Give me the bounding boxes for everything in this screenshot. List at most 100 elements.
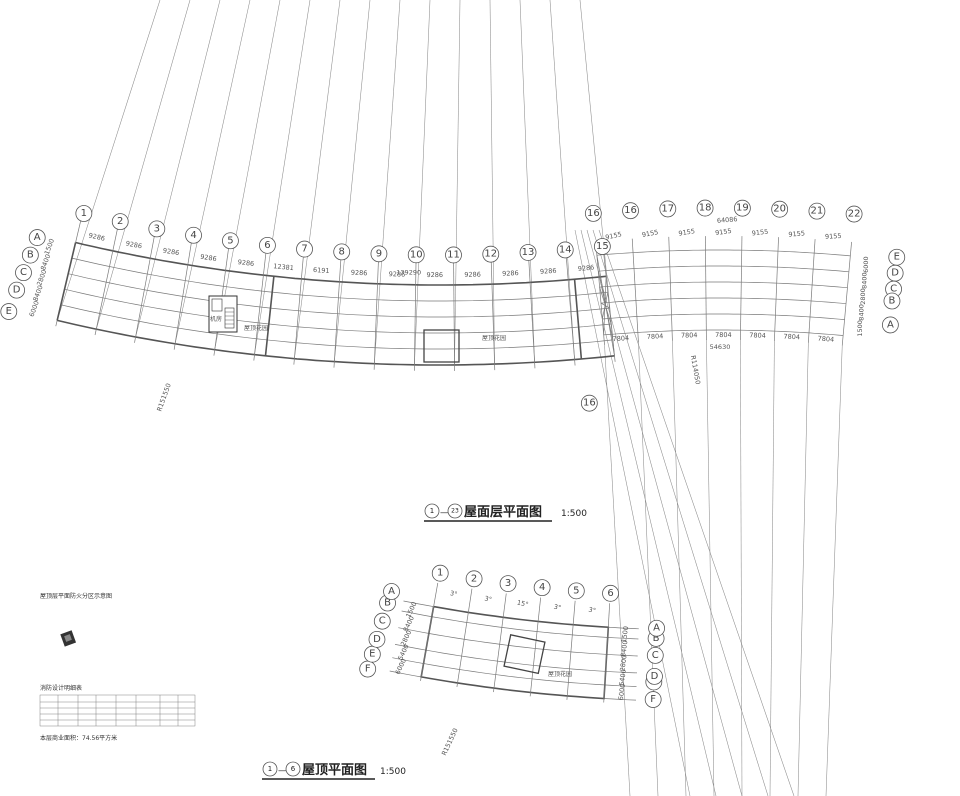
table-title: 消防设计明细表 — [40, 684, 82, 692]
plan2-axis-2: 2 — [465, 570, 483, 588]
plan1-left-axis-C-text: C — [20, 267, 27, 278]
plan2-radius-dim: R151550 — [440, 727, 460, 757]
plan1-range-dash: — — [440, 508, 449, 518]
plan2-angle-dim-2: 15° — [516, 598, 529, 608]
plan2-range-start: 1 — [268, 765, 272, 773]
plan2-scale: 1:500 — [380, 767, 406, 777]
plan1-dim-bottom-right-total: 54630 — [710, 343, 731, 351]
plan2-right-axis-C: C — [646, 647, 664, 664]
plan1-room-label-2: 屋顶花园 — [482, 334, 506, 342]
plan1-axis-12-text: 12 — [484, 249, 497, 260]
plan1-axis-top-19-text: 19 — [736, 203, 749, 214]
plan1-axis-13-text: 13 — [522, 247, 535, 258]
plan1-axis-1-text: 1 — [81, 208, 87, 219]
plan1-right-axis-D: D — [886, 264, 904, 282]
plan1-skylight — [423, 329, 460, 363]
plan1-axis-10-text: 10 — [410, 249, 423, 260]
plan1-axis-15-text: 15 — [596, 241, 609, 252]
plan1-dim-right-4: 1500 — [856, 320, 864, 337]
plan1-range-end: 23 — [451, 508, 459, 515]
plan1-axis-9-text: 9 — [376, 248, 382, 259]
plan1-right-axis-E: E — [888, 248, 906, 266]
plan1-axis-top-19: 19 — [733, 199, 751, 217]
plan2-axis-3: 3 — [499, 575, 517, 593]
plan2-axis-3-text: 3 — [505, 578, 511, 589]
plan2-skylight — [503, 634, 546, 675]
plan2-dim-right-0: 6000 — [617, 683, 627, 700]
plan2-left-axis-A: A — [383, 583, 400, 600]
plan1-axis-top-16: 16 — [584, 204, 602, 222]
plan1-axis-top-16-text: 16 — [587, 208, 600, 219]
plan2-left-axis-D: D — [368, 630, 386, 648]
plan1-axis-1: 1 — [75, 205, 93, 222]
plan2-axis-4: 4 — [533, 579, 551, 597]
plan1-axis-top-17: 17 — [659, 200, 677, 218]
plan1-dim-bottom-2: 9286 — [162, 246, 180, 257]
plan2-range-end: 6 — [291, 765, 296, 773]
plan1-axis-top-22-text: 22 — [848, 209, 861, 220]
plan2-left-axis-D-text: D — [373, 634, 381, 645]
plan1-dim-bottom-right-6: 7804 — [817, 334, 834, 343]
stair-core: 机房 — [208, 295, 238, 333]
plan1-axis-8: 8 — [333, 243, 351, 261]
plan2-left-axis-B-text: B — [384, 598, 391, 609]
plan2-angle-dim-4: 3° — [588, 605, 597, 614]
plan2-right-axis-A-text: A — [653, 623, 660, 634]
plan2-right-axis-C-text: C — [652, 650, 659, 661]
plan2-angle-dim-3: 3° — [553, 603, 562, 612]
plan1-axis-3: 3 — [148, 220, 166, 238]
plan2-axis-5-text: 5 — [573, 585, 579, 596]
core-label: 机房 — [210, 315, 222, 323]
plan1-axis-top-20-text: 20 — [773, 204, 786, 215]
plan1-dim-bottom-13: 9286 — [577, 263, 594, 272]
plan1-axis-top-16-text: 16 — [624, 205, 637, 216]
plan1-radial-lines — [56, 0, 843, 796]
plan1-dim-right-1: 8400 — [861, 272, 869, 289]
plan1-axis-10: 10 — [407, 246, 425, 264]
plan2-left-axis-E-text: E — [369, 649, 375, 660]
legend-block: 屋顶层平面防火分区示意图 消防设计明细表 本层商业面积：74.56平方米 — [39, 592, 196, 742]
plan1-dim-top-right-4: 9155 — [751, 228, 768, 238]
plan2-axis-5: 5 — [567, 582, 585, 600]
plan1-dim-right-2: 2800 — [859, 288, 867, 305]
plan1-radius-dim-1: R151550 — [155, 382, 173, 412]
plan1-dim-bottom-4: 9286 — [237, 258, 254, 268]
plan2-grid-lines — [389, 582, 639, 703]
plan1-dim-top-right-3: 9155 — [715, 227, 732, 237]
plan1-dim-bottom-10: 9286 — [464, 270, 481, 278]
plan1-dim-top-right-6: 9155 — [825, 232, 842, 241]
plan1-left-axis-B: B — [21, 246, 39, 264]
plan2-axis-1-text: 1 — [437, 568, 443, 579]
plan1-axis-top-21-text: 21 — [811, 206, 824, 217]
plan1-dim-bottom-1: 9286 — [125, 239, 143, 250]
plan1-dim-bottom-11: 9286 — [502, 269, 519, 278]
plan2-axis-4-text: 4 — [539, 582, 545, 593]
plan1-dim-bottom-9: 9286 — [426, 271, 443, 279]
plan1-title: 屋面层平面图 — [464, 505, 542, 520]
plan1-dim-top-right-1: 9155 — [641, 228, 659, 239]
plan1-left-axis-E-text: E — [6, 306, 12, 317]
plan2-right-axis-B-text: B — [653, 633, 660, 644]
plan2-left-axis-A-text: A — [388, 586, 395, 597]
plan1-left-axis-A-text: A — [34, 232, 41, 243]
plan1-axis-2: 2 — [111, 213, 129, 231]
plan1-dim-bottom-right-2: 7804 — [681, 331, 698, 339]
plan1-left-axis-D-text: D — [13, 285, 21, 296]
plan1-radius-dim-2: R114050 — [689, 355, 702, 385]
plan1-scale: 1:500 — [561, 509, 587, 519]
plan1-axis-top-21: 21 — [808, 202, 826, 220]
plan1-title-block: 1 — 23 屋面层平面图 1:500 — [424, 503, 587, 522]
plan1-dim-bottom-5: 12381 — [273, 262, 294, 272]
plan1-axis-4-text: 4 — [190, 230, 196, 241]
plan1-axis-13: 13 — [519, 244, 537, 261]
plan1-dim-bottom-12: 9286 — [540, 267, 557, 276]
plan1-dim-top-right-2: 9155 — [678, 227, 696, 238]
plan1-right-axis-B-text: B — [889, 296, 896, 307]
plan2-left-axis-F-text: F — [365, 664, 371, 675]
plan2-left-axis-C: C — [373, 612, 391, 630]
plan1-axis-top-18-text: 18 — [699, 203, 712, 214]
plan2-dim-right-1: 5400 — [618, 669, 628, 686]
plan1-right-axis-E-text: E — [894, 252, 900, 263]
